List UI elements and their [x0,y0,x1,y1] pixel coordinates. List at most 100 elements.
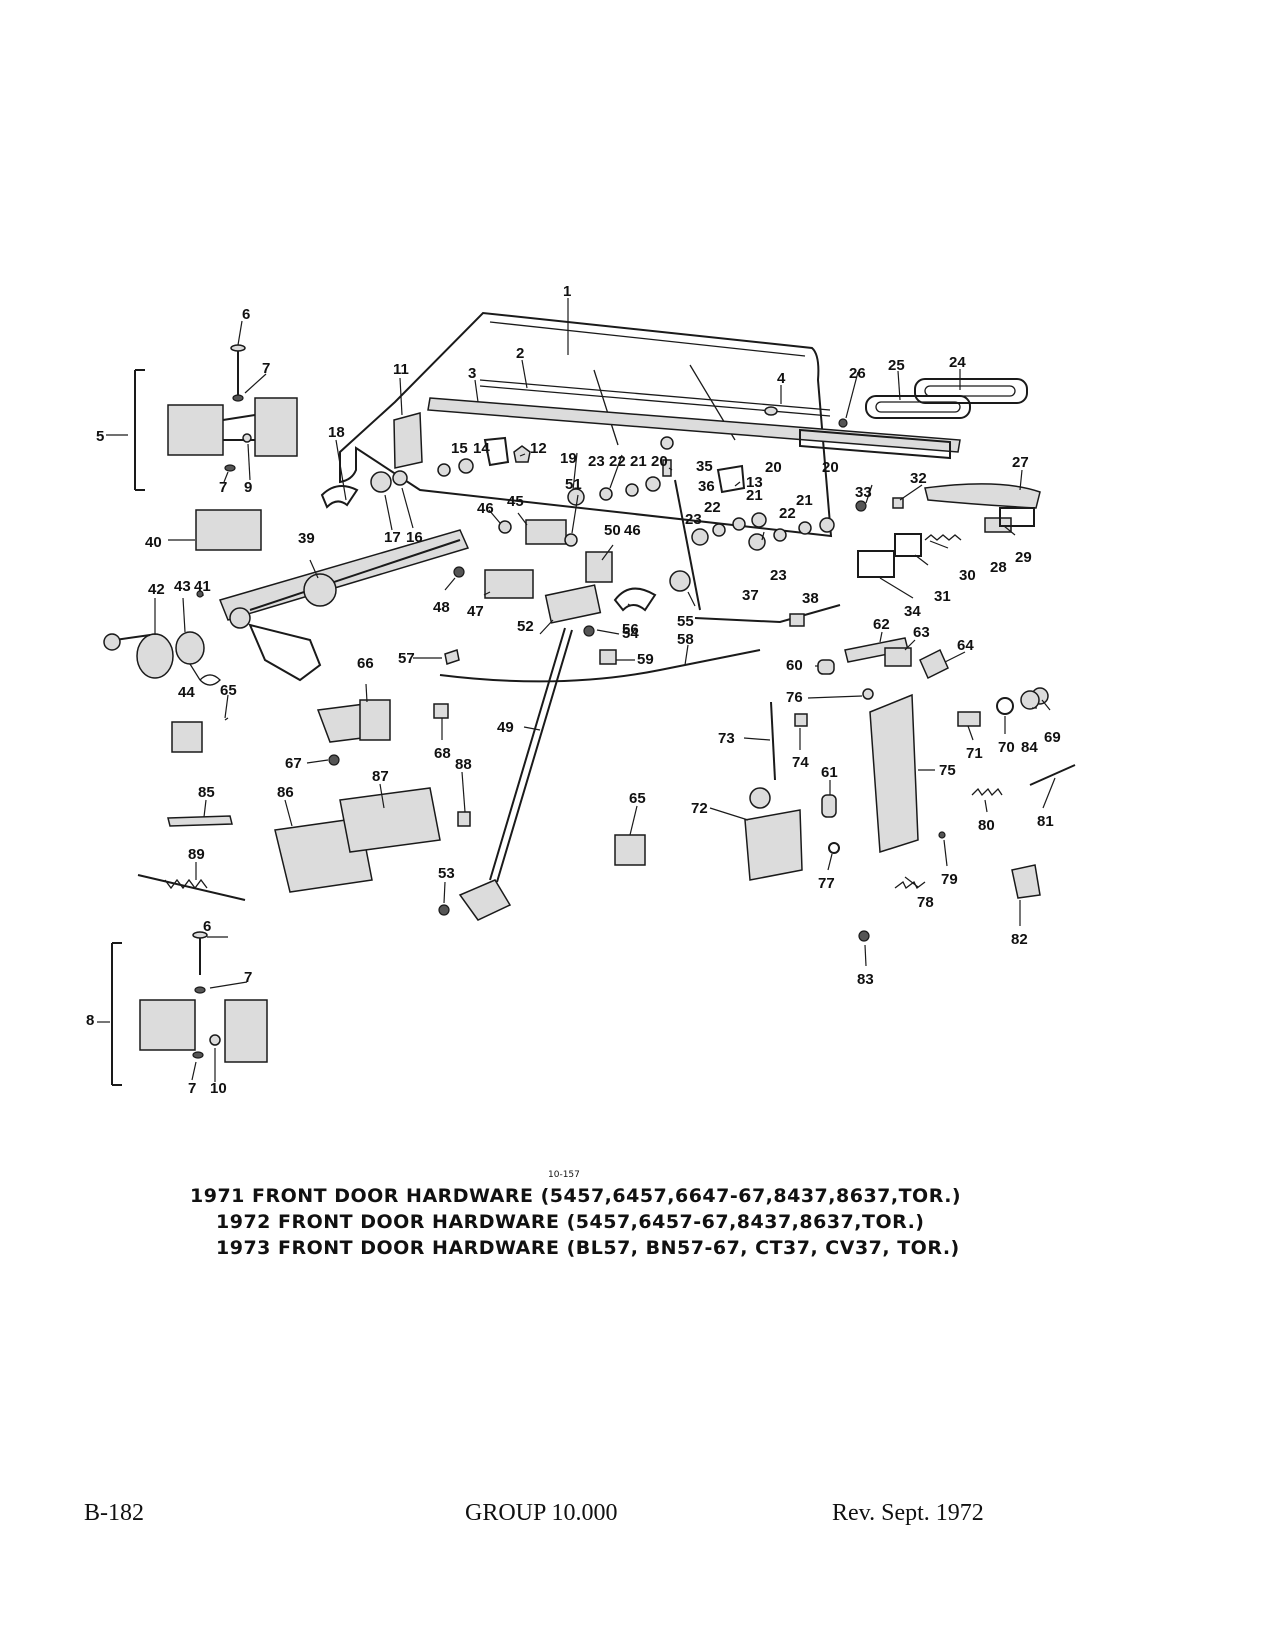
callout-22-a: 22 [609,453,626,470]
sash-cam-11 [393,412,423,469]
hinge-pin-head-6 [230,344,246,352]
spring-30 [924,534,962,541]
callout-46-a: 46 [477,500,494,517]
bushing-7-lower-b [192,1051,204,1059]
callout-3: 3 [468,365,476,382]
callout-81: 81 [1037,813,1054,830]
callout-30: 30 [959,567,976,584]
clip-88 [457,811,471,827]
roller-20-a [645,476,661,492]
callout-70: 70 [998,739,1015,756]
callout-68: 68 [434,745,451,762]
callout-89: 89 [188,846,205,863]
callout-42: 42 [148,581,165,598]
crank-escutcheon-43 [175,631,205,665]
callout-43: 43 [174,578,191,595]
lock-rod-guide-65-b [614,834,646,866]
cam-56 [613,587,657,612]
callout-17: 17 [384,529,401,546]
callout-72: 72 [691,800,708,817]
upper-hinge-right-plate [254,397,298,457]
callout-23-b: 23 [685,511,702,528]
glass-scratch-line [593,369,619,446]
callout-62: 62 [873,616,890,633]
hinge-spring-10 [209,1034,221,1046]
roller-20-c [819,517,835,533]
caption-1971: 1971 FRONT DOOR HARDWARE (5457,6457,6647… [190,1185,962,1207]
washer-14 [458,458,474,474]
bushing-7-upper [232,394,244,402]
roller-21-b [732,517,746,531]
callout-60: 60 [786,657,803,674]
lock-plate-45 [525,519,567,545]
clip-76 [862,688,874,700]
rod-49 [489,627,573,883]
callout-56: 56 [622,621,639,638]
callout-33: 33 [855,484,872,501]
bumper-60 [817,659,835,675]
roller-16 [392,470,408,486]
callout-59: 59 [637,651,654,668]
bracket-13 [716,464,746,494]
callout-41: 41 [194,578,211,595]
callout-58: 58 [677,631,694,648]
bracket-12 [483,436,510,467]
callout-21-a: 21 [630,453,647,470]
glass-run-channel [427,397,961,453]
clip-38 [789,613,805,627]
washer-15 [437,463,451,477]
leader-lines [97,298,1056,1082]
caption-1973: 1973 FRONT DOOR HARDWARE (BL57, BN57-67,… [216,1237,960,1259]
screw-83 [858,930,870,942]
callout-24: 24 [949,354,966,371]
lower-hinge-bracket [111,942,122,1086]
callout-87: 87 [372,768,389,785]
callout-40: 40 [145,534,162,551]
clip-51 [564,533,578,547]
callout-15: 15 [451,440,468,457]
screw-79 [938,831,946,839]
sash-channel-18 [320,485,359,509]
screw-33 [855,500,867,512]
callout-2: 2 [516,345,524,362]
nut-35 [660,436,674,450]
rod-37 [694,604,841,624]
roller-22-c [773,528,787,542]
callout-18: 18 [328,424,345,441]
spring-80 [971,787,1003,797]
callout-83: 83 [857,971,874,988]
callout-37: 37 [742,587,759,604]
callout-76: 76 [786,689,803,706]
callout-77: 77 [818,875,835,892]
callout-9: 9 [244,479,252,496]
callout-7-upper-b: 7 [219,479,227,496]
callout-35: 35 [696,458,713,475]
roller-20-b [751,512,767,528]
roller-17 [370,471,392,493]
regulator-pivot [229,607,251,629]
bushing-7-lower [224,464,236,472]
callout-75: 75 [939,762,956,779]
callout-53: 53 [438,865,455,882]
callout-23-a: 23 [588,453,605,470]
callout-21-b: 21 [746,487,763,504]
callout-65-b: 65 [629,790,646,807]
bracket-52 [544,584,602,624]
roller-22-a [599,487,613,501]
callout-73: 73 [718,730,735,747]
bushing-23-c [748,533,766,551]
callout-61: 61 [821,764,838,781]
callout-6-lower: 6 [203,918,211,935]
rod-73 [770,701,776,781]
callout-10: 10 [210,1080,227,1097]
callout-12: 12 [530,440,547,457]
callout-20-a: 20 [651,453,668,470]
callout-22-c: 22 [779,505,796,522]
callout-5: 5 [96,428,104,445]
callout-14: 14 [473,440,490,457]
nut-54 [583,625,595,637]
callout-8: 8 [86,1012,94,1029]
nut-48 [453,566,465,578]
callout-7-lower-a: 7 [244,969,252,986]
